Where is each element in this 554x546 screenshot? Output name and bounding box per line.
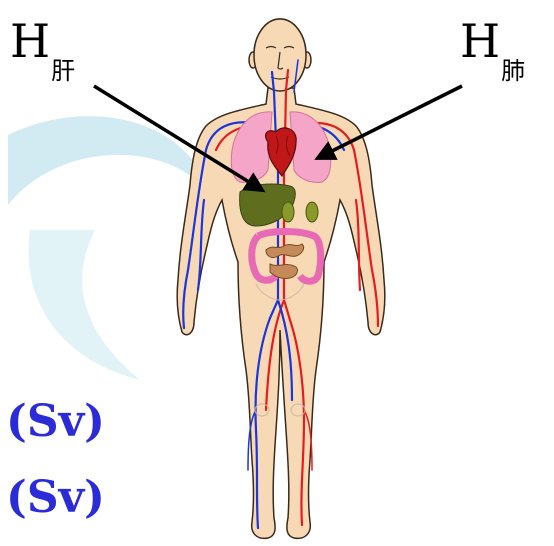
label-lung-main: H (460, 14, 500, 68)
label-lung-h: H肺 (460, 18, 525, 64)
label-liver-main: H (10, 14, 50, 68)
side-label-sv-1: (Sv) (6, 400, 105, 444)
background-swirl-lower (28, 230, 140, 380)
label-liver-sub: 肝 (51, 57, 75, 85)
side-label-sv-2: (Sv) (6, 476, 105, 520)
body-silhouette (177, 19, 385, 538)
background-swirl (8, 116, 210, 205)
label-liver-h: H肝 (10, 18, 75, 64)
label-lung-sub: 肺 (501, 57, 525, 85)
